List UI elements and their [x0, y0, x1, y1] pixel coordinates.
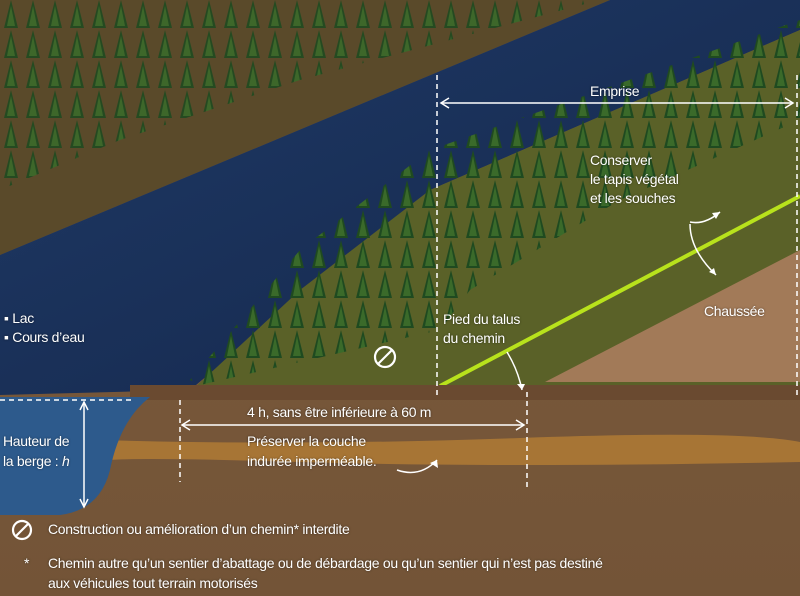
preserver-label-1: Préserver la couche [247, 433, 366, 449]
far-bank-forest [0, 0, 600, 190]
hauteur-label-2: la berge : h [3, 452, 70, 471]
conserver-label-2: le tapis végétal [590, 171, 679, 187]
chaussee-label: Chaussée [704, 303, 765, 319]
distance-label: 4 h, sans être inférieure à 60 m [247, 403, 431, 422]
water-type-cours-eau: ▪ Cours d’eau [4, 329, 85, 345]
road [545, 250, 800, 382]
legend-note-1: Chemin autre qu’un sentier d’abattage ou… [48, 555, 603, 571]
hauteur-label-1: Hauteur de [3, 433, 70, 449]
pied-talus-label-1: Pied du talus [443, 311, 521, 327]
indurated-layer [100, 434, 800, 465]
legend-prohibited-text: Construction ou amélioration d’un chemin… [48, 521, 350, 537]
emprise-label: Emprise [590, 83, 640, 99]
prohibited-icon-map [373, 345, 397, 369]
legend-note-2: aux véhicules tout terrain motorisés [48, 575, 258, 591]
distance-variable: 4 h [247, 404, 266, 420]
distance-label-text: , sans être inférieure à 60 m [265, 404, 432, 420]
trail-edge-line [439, 194, 800, 388]
legend-asterisk: * [24, 555, 30, 571]
forest-trees [190, 20, 800, 385]
conserver-label-3: et les souches [590, 190, 676, 206]
pied-talus-label-2: du chemin [443, 330, 505, 346]
prohibited-icon [11, 519, 33, 541]
soil-top [130, 385, 800, 400]
hauteur-label-text: la berge : [3, 453, 62, 469]
water-type-lac: ▪ Lac [4, 310, 34, 326]
hauteur-variable: h [61, 453, 70, 469]
riverbank-water [0, 397, 150, 515]
preserver-label-2: indurée imperméable. [247, 453, 377, 469]
conserver-label-1: Conserver [590, 152, 652, 168]
